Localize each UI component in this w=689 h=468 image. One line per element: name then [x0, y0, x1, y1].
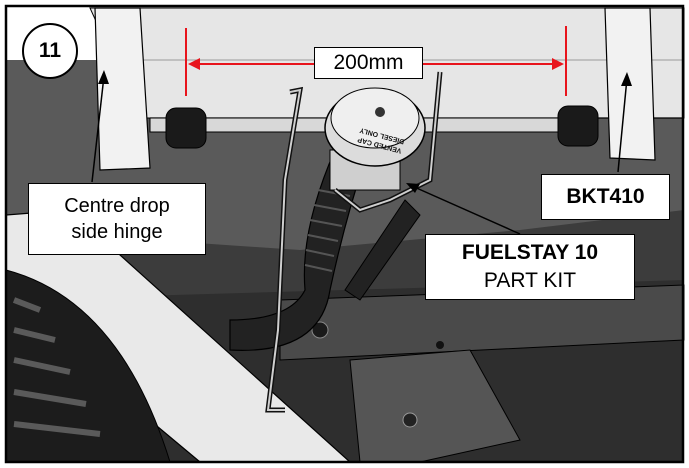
rubber-bump-stop-right — [557, 105, 599, 147]
spare-tyre — [5, 269, 171, 463]
breather-hose — [344, 199, 421, 301]
dimension-label: 200mm — [333, 51, 404, 74]
mounting-plate — [349, 349, 521, 463]
hinge-callout: Centre drop side hinge — [28, 183, 206, 255]
step-number: 11 — [38, 39, 62, 62]
bracket-callout: BKT410 — [541, 174, 670, 220]
dimension-label-box: 200mm — [314, 47, 423, 79]
bracket-callout-label: BKT410 — [566, 185, 645, 208]
dimension-indicator — [185, 26, 567, 96]
step-number-badge: 11 — [22, 23, 78, 79]
hinge-callout-line2: side hinge — [71, 221, 163, 243]
leader-arrows — [91, 70, 632, 235]
rubber-bump-stop-left — [165, 107, 207, 149]
hinge-callout-line1: Centre drop — [64, 195, 170, 217]
fuelstay-callout: FUELSTAY 10 PART KIT — [425, 234, 635, 300]
fuelstay-callout-subtitle: PART KIT — [483, 269, 577, 292]
fuelstay-callout-title: FUELSTAY 10 — [461, 241, 599, 264]
hinge-post-left — [94, 7, 151, 171]
filler-hose — [229, 149, 366, 351]
